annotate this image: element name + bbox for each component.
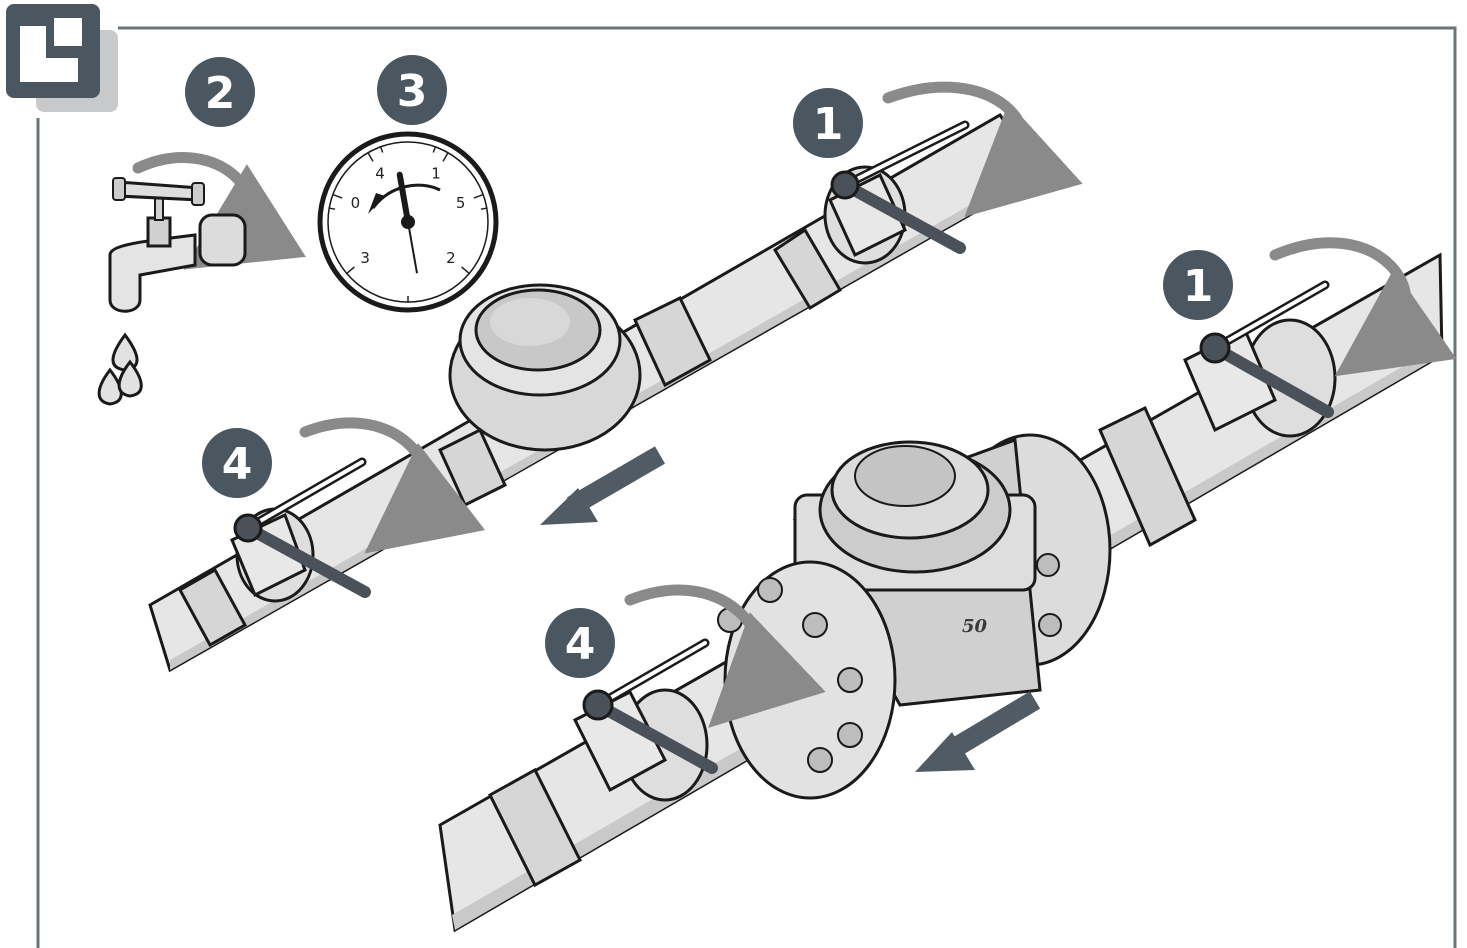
step-badge-3: 3 bbox=[377, 55, 447, 125]
gauge-label-4: 4 bbox=[375, 165, 385, 183]
lower-outlet-valve-handle bbox=[582, 638, 718, 774]
lower-inlet-valve-handle bbox=[1199, 280, 1334, 418]
step-badge-4-lower: 4 bbox=[545, 608, 615, 678]
step-badge-3-number: 3 bbox=[397, 66, 428, 117]
gauge-tick bbox=[329, 207, 336, 210]
diagram-frame bbox=[36, 26, 1457, 948]
installation-corner-icon bbox=[6, 4, 118, 112]
step-badge-1-lower-number: 1 bbox=[1183, 261, 1214, 312]
step-badge-1-upper-number: 1 bbox=[813, 99, 844, 150]
gauge-tick bbox=[480, 207, 487, 210]
gauge-tick bbox=[473, 193, 484, 199]
small-water-meter bbox=[448, 283, 642, 452]
gauge-tick bbox=[442, 152, 449, 162]
large-water-meter: 50 bbox=[792, 437, 1042, 707]
gauge-tick bbox=[432, 146, 437, 153]
step-badge-4-upper-number: 4 bbox=[222, 439, 253, 490]
gauge-tick bbox=[367, 152, 374, 162]
gauge-label-0: 0 bbox=[351, 194, 361, 212]
gauge-label-1: 1 bbox=[431, 165, 441, 183]
upper-inlet-valve-handle bbox=[830, 120, 970, 254]
step-badge-1-upper: 1 bbox=[793, 88, 863, 158]
gauge-label-3: 3 bbox=[360, 249, 370, 267]
step-badge-4-upper: 4 bbox=[202, 428, 272, 498]
upper-flow-arrow bbox=[540, 446, 666, 525]
gauge-needle-tail bbox=[407, 221, 418, 274]
gauge-tick bbox=[332, 193, 343, 199]
gauge-label-2: 2 bbox=[446, 249, 456, 267]
water-tap-icon bbox=[108, 177, 247, 313]
rotation-arrow-lower-outlet bbox=[624, 584, 826, 729]
step-badge-2: 2 bbox=[185, 57, 255, 127]
meter-size-marking: 50 bbox=[962, 616, 988, 637]
gauge-tick bbox=[379, 146, 384, 153]
gauge-tick bbox=[346, 266, 355, 274]
lower-flow-arrow bbox=[915, 691, 1041, 772]
rotation-arrow-lower-inlet bbox=[1269, 237, 1457, 377]
pressure-gauge-icon: 0 1 2 3 4 5 bbox=[317, 131, 499, 313]
step-badge-4-lower-number: 4 bbox=[565, 619, 596, 670]
gauge-ticks bbox=[329, 146, 487, 302]
water-drops-icon bbox=[97, 332, 143, 406]
upper-outlet-valve-handle bbox=[233, 457, 371, 598]
rotation-arrow-upper-outlet bbox=[299, 417, 486, 554]
gauge-label-5: 5 bbox=[456, 194, 466, 212]
gauge-scale-labels: 0 1 2 3 4 5 bbox=[351, 165, 466, 268]
step-badge-2-number: 2 bbox=[205, 68, 236, 119]
gauge-tick bbox=[461, 266, 470, 274]
rotation-arrow-upper-inlet bbox=[882, 81, 1083, 218]
step-badge-1-lower: 1 bbox=[1163, 250, 1233, 320]
gauge-needle bbox=[396, 171, 411, 225]
